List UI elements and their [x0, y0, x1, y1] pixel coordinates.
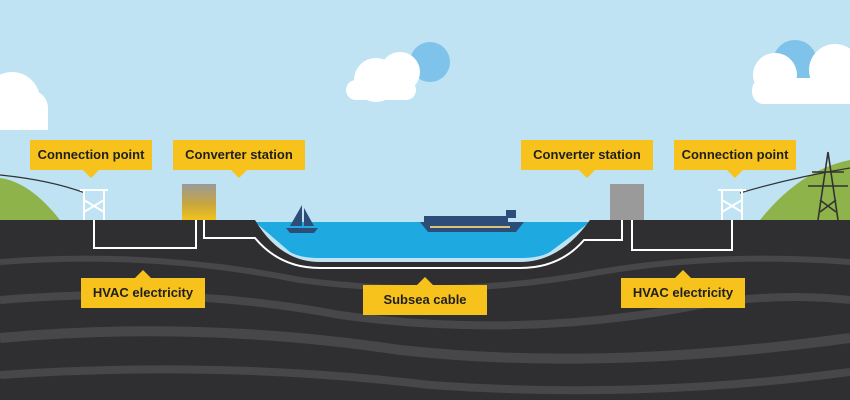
cargo-ship-icon: [420, 210, 524, 232]
converter-station-right-label: Converter station: [521, 140, 653, 178]
pylon-icon: [808, 151, 848, 221]
rock-layer: [0, 365, 850, 395]
converter-station-left-label: Converter station: [173, 140, 305, 178]
hill-left: [0, 178, 60, 220]
subsea-cable-line: [203, 220, 623, 269]
overhead-line-right: [739, 167, 850, 194]
hvac-cable-left: [93, 220, 197, 249]
connection-tower-left-icon: [80, 189, 108, 220]
hvac-cable-right: [631, 220, 733, 251]
hvac-electricity-right-label: HVAC electricity: [621, 270, 745, 308]
hvac-electricity-left-label: HVAC electricity: [81, 270, 205, 308]
overhead-line-left: [0, 174, 86, 194]
sailboat-icon: [286, 205, 318, 233]
converter-station-left-icon: [182, 184, 216, 220]
cloud-center: [346, 42, 450, 102]
connection-point-right-label: Connection point: [674, 140, 796, 178]
connection-point-left-label: Connection point: [30, 140, 152, 178]
rock-layer: [0, 326, 850, 364]
converter-station-right-icon: [610, 184, 644, 220]
sea: [255, 222, 590, 258]
connection-tower-right-icon: [718, 189, 746, 220]
subsea-cable-label: Subsea cable: [363, 277, 487, 315]
cloud-left: [0, 72, 48, 130]
cloud-right: [752, 40, 850, 104]
